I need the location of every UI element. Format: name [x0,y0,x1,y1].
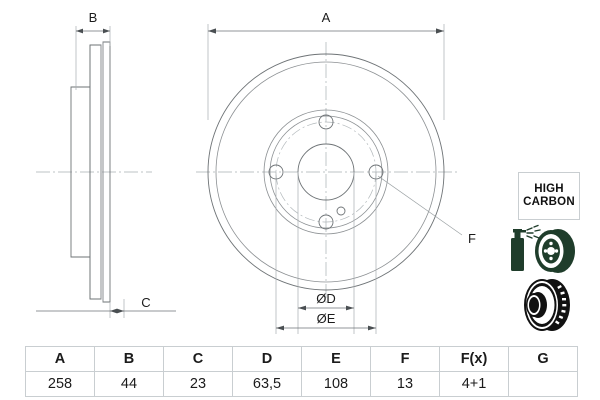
a-dimension-label: A [322,10,331,25]
side-section-view: B C [36,10,176,318]
table-value-f: 13 [370,371,440,397]
b-arrow-left [76,28,83,34]
e-arrow-right [368,325,376,331]
badge-line-2: CARBON [523,196,575,208]
table-header-d: D [232,346,302,372]
table-header-row: A B C D E F F(x) G [25,346,578,372]
f-leader-line [377,175,463,236]
table-header-a: A [25,346,95,372]
hub-outer-circle [263,109,389,235]
bolt-hole-top [318,114,334,130]
vented-brake-disc-icon [524,279,570,331]
spray-can-disc-coating-icon [511,224,575,273]
table-value-row: 258 44 23 63,5 108 13 4+1 [25,371,578,397]
table-value-e: 108 [301,371,371,397]
front-view: A ØD ØE F [196,10,476,334]
bolt-hole-bottom [318,214,334,230]
disc-outer-circle [207,53,445,291]
disc-friction-ring-circle [215,61,437,283]
e-arrow-left [276,325,284,331]
locating-hole-small [336,206,346,216]
table-value-b: 44 [94,371,164,397]
table-header-g: G [508,346,578,372]
e-dimension-label: ØE [317,311,336,326]
a-arrow-left [208,28,216,34]
c-arrow-right [110,308,117,314]
table-header-b: B [94,346,164,372]
f-dimension-label: F [468,231,476,246]
c-arrow-left [117,308,124,314]
hub-inner-circle [269,115,383,229]
table-value-a: 258 [25,371,95,397]
d-arrow-left [298,305,306,311]
table-value-c: 23 [163,371,233,397]
table-header-e: E [301,346,371,372]
high-carbon-badge: HIGH CARBON [518,172,580,220]
table-value-g [508,371,578,397]
table-header-fx: F(x) [439,346,509,372]
d-arrow-right [346,305,354,311]
a-arrow-right [436,28,444,34]
b-arrow-right [103,28,110,34]
table-header-f: F [370,346,440,372]
table-header-c: C [163,346,233,372]
b-dimension-label: B [89,10,98,25]
badge-line-1: HIGH [534,182,564,195]
c-dimension-label: C [141,295,150,310]
specification-table: A B C D E F F(x) G 258 44 23 63,5 108 13… [25,346,578,397]
d-dimension-label: ØD [316,291,336,306]
table-value-d: 63,5 [232,371,302,397]
table-value-fx: 4+1 [439,371,509,397]
